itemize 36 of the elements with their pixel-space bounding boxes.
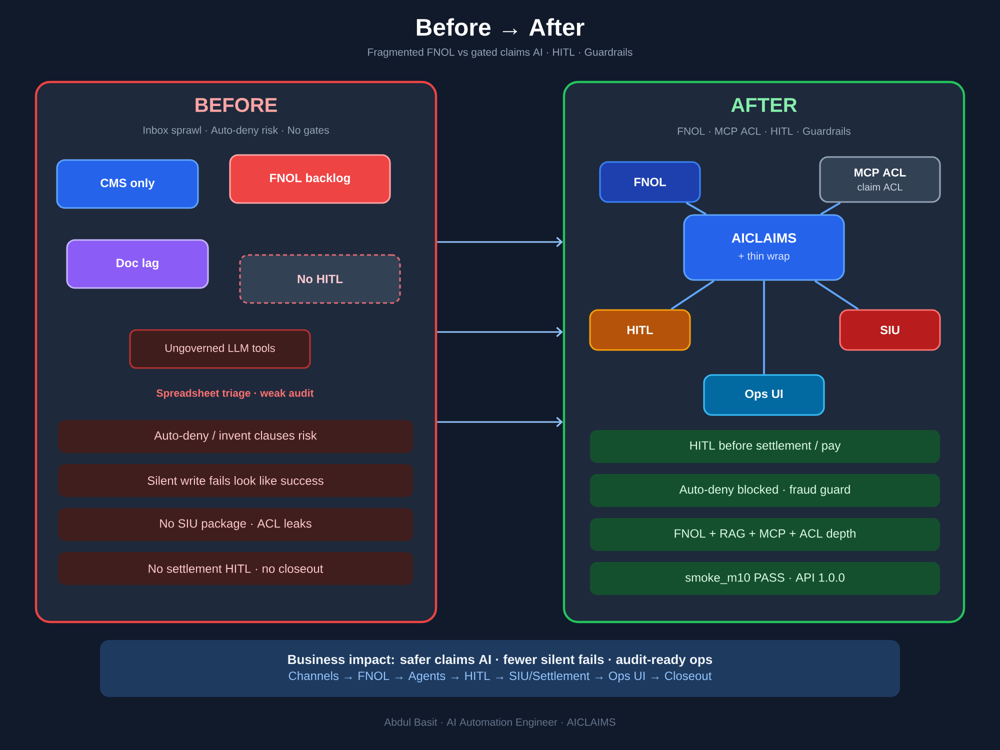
process-box: FNOL backlog	[229, 154, 391, 204]
issue-row: Silent write fails look like success	[58, 464, 413, 497]
summary-banner: Business impact: safer claims AI · fewer silent fails · audit-ready ops Channels → FNOL → Agents → HITL → SIU/Settlement → Ops UI → Closeout	[100, 640, 900, 697]
connector-line	[820, 202, 841, 216]
benefit-row: Auto-deny blocked · fraud guard	[590, 474, 940, 507]
issue-row: Auto-deny / invent clauses risk	[58, 420, 413, 453]
footer-text: Abdul Basit · AI Automation Engineer · AICLAIMS	[384, 718, 616, 728]
arrow	[437, 326, 563, 338]
process-box: Doc lag	[66, 239, 209, 289]
panel-subtitle: Inbox sprawl · Auto-deny risk · No gates	[144, 126, 329, 136]
benefit-row: HITL before settlement / pay	[590, 430, 940, 463]
hub-box: AICLAIMS + thin wrap	[683, 214, 845, 281]
process-box: Ops UI	[703, 374, 825, 416]
arrow	[437, 236, 563, 248]
connector-line	[814, 280, 859, 310]
subtitle: Fragmented FNOL vs gated claims AI · HITL · Guardrails	[368, 48, 632, 58]
dashed-box: No HITL	[239, 254, 401, 304]
process-box: CMS only	[56, 159, 199, 209]
panel-heading: AFTER	[731, 98, 797, 112]
process-box: HITL	[589, 309, 691, 351]
title: Before → After	[416, 18, 584, 36]
benefit-row: FNOL + RAG + MCP + ACL depth	[590, 518, 940, 551]
benefit-row: smoke_m10 PASS · API 1.0.0	[590, 562, 940, 595]
connector-line	[763, 280, 765, 374]
process-box: FNOL	[599, 161, 701, 203]
process-box: Ungoverned LLM tools	[129, 329, 311, 369]
arrow	[437, 416, 563, 428]
panel-heading: BEFORE	[196, 98, 277, 112]
issue-row: No settlement HITL · no closeout	[58, 552, 413, 585]
process-box: MCP ACL claim ACL	[819, 156, 941, 203]
panel-subtitle: FNOL · MCP ACL · HITL · Guardrails	[678, 127, 851, 135]
connector-line	[686, 202, 707, 216]
note-text: Spreadsheet triage · weak audit	[156, 389, 314, 399]
connector-line	[670, 280, 715, 310]
issue-row: No SIU package · ACL leaks	[58, 508, 413, 541]
process-box: SIU	[839, 309, 941, 351]
